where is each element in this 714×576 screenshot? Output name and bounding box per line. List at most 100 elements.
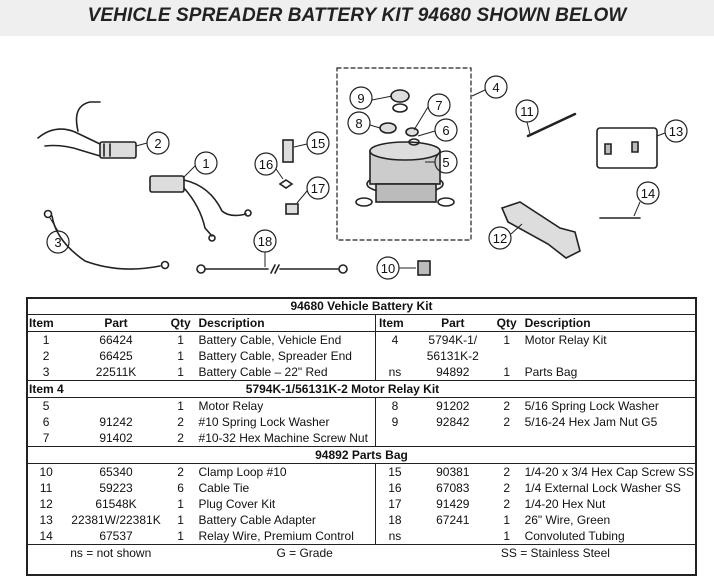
col-qty-left: Qty bbox=[165, 314, 196, 332]
cell-desc: Motor Relay bbox=[198, 398, 264, 413]
cell-part bbox=[414, 528, 492, 545]
kit-title: 94680 Vehicle Battery Kit bbox=[26, 297, 697, 315]
cell-qty: 1 bbox=[177, 496, 184, 511]
cell-qty: 2 bbox=[503, 464, 511, 479]
cell-part: 91242 bbox=[99, 414, 133, 429]
col-desc-right: Description bbox=[521, 314, 697, 332]
cell-part: 91202 bbox=[436, 398, 470, 413]
col-part-left: Part bbox=[66, 314, 166, 332]
cell-desc: 5/16-24 Hex Jam Nut G5 bbox=[524, 414, 658, 429]
cell-item: 3 bbox=[42, 364, 50, 379]
cell-desc: 1/4-20 Hex Nut bbox=[524, 496, 606, 511]
cell-qty: 1 bbox=[177, 332, 184, 347]
cell-desc: Battery Cable, Vehicle End bbox=[198, 332, 342, 347]
cell-item: 4 bbox=[375, 331, 414, 348]
cell-item: 1 bbox=[42, 332, 50, 347]
cell-qty bbox=[492, 430, 522, 447]
callout-17: 17 bbox=[311, 181, 325, 196]
header-row: Item Part Qty Description Item Part Qty … bbox=[26, 314, 697, 332]
cell-part: 22381W/22381K bbox=[71, 512, 161, 527]
cell-part bbox=[66, 398, 166, 415]
table-row: 6 91242 2 #10 Spring Lock Washer 9 92842… bbox=[26, 414, 697, 430]
cell-qty: 2 bbox=[503, 496, 511, 511]
cable-3 bbox=[51, 215, 161, 270]
cell-qty: 2 bbox=[177, 414, 184, 429]
legend-ss: SS = Stainless Steel bbox=[413, 544, 697, 561]
callout-18: 18 bbox=[258, 234, 272, 249]
table-row: 11 59223 6 Cable Tie 16 67083 2 1/4 Exte… bbox=[26, 480, 697, 496]
cell-qty: 2 bbox=[503, 480, 511, 495]
cell-part: 59223 bbox=[99, 480, 133, 495]
cell-desc: Convoluted Tubing bbox=[524, 528, 625, 543]
cell-item: ns bbox=[375, 364, 414, 381]
cell-item: 8 bbox=[375, 397, 414, 414]
callout-6: 6 bbox=[442, 123, 449, 138]
cell-part: 56131K-2 bbox=[426, 348, 479, 363]
cell-desc: Battery Cable Adapter bbox=[198, 512, 316, 527]
callout-4: 4 bbox=[492, 80, 499, 95]
callout-16: 16 bbox=[259, 157, 273, 172]
cell-part: 66424 bbox=[99, 332, 133, 347]
cell-item: 16 bbox=[375, 480, 414, 496]
cell-qty: 1 bbox=[503, 512, 511, 527]
legend-row: ns = not shown G = Grade SS = Stainless … bbox=[26, 544, 697, 561]
nut-17 bbox=[285, 203, 299, 215]
cell-desc: 1/4-20 x 3/4 Hex Cap Screw SS bbox=[524, 464, 694, 479]
cell-desc: Motor Relay Kit bbox=[524, 332, 607, 347]
cell-item: 6 bbox=[42, 414, 50, 429]
table-row: 7 91402 2 #10-32 Hex Machine Screw Nut bbox=[26, 430, 697, 447]
cell-item bbox=[375, 348, 414, 364]
cell-item: 14 bbox=[39, 528, 53, 543]
cell-desc bbox=[522, 348, 697, 364]
cell-qty: 1 bbox=[177, 348, 184, 363]
cell-part: 67241 bbox=[436, 512, 470, 527]
cell-qty: 1 bbox=[503, 364, 511, 379]
table-row: 13 22381W/22381K 1 Battery Cable Adapter… bbox=[26, 512, 697, 528]
cable-2-lower bbox=[44, 144, 101, 157]
cable-2-upper bbox=[37, 128, 101, 145]
cell-item: 12 bbox=[39, 496, 53, 511]
cell-part: 67537 bbox=[99, 528, 133, 543]
callout-1: 1 bbox=[202, 156, 209, 171]
cell-part: 90381 bbox=[436, 464, 470, 479]
cell-qty: 1 bbox=[177, 398, 184, 413]
col-item-right: Item bbox=[375, 314, 414, 332]
cell-qty: 1 bbox=[177, 364, 184, 379]
cell-part: 91429 bbox=[436, 496, 470, 511]
cell-desc: Battery Cable, Spreader End bbox=[198, 348, 352, 363]
plug-cover-12 bbox=[500, 201, 581, 259]
cell-desc: Relay Wire, Premium Control bbox=[198, 528, 354, 543]
cell-qty: 1 bbox=[177, 528, 184, 543]
callout-11: 11 bbox=[520, 104, 534, 119]
cell-qty: 2 bbox=[503, 398, 511, 413]
cell-qty: 2 bbox=[503, 414, 511, 429]
callout-14: 14 bbox=[641, 186, 655, 201]
table-row: 1 66424 1 Battery Cable, Vehicle End 4 5… bbox=[26, 331, 697, 348]
col-part-right: Part bbox=[413, 314, 492, 332]
cell-part: 94892 bbox=[436, 364, 470, 379]
callout-15: 15 bbox=[311, 136, 325, 151]
cable-1-b bbox=[183, 187, 213, 237]
item4-title: 5794K-1/56131K-2 Motor Relay Kit bbox=[165, 380, 697, 398]
table-row: 14 67537 1 Relay Wire, Premium Control n… bbox=[26, 528, 697, 545]
cable-1-a bbox=[183, 179, 247, 217]
cell-part bbox=[414, 430, 492, 447]
cell-item: 9 bbox=[375, 414, 414, 430]
cell-item: 7 bbox=[42, 430, 50, 445]
page-title: VEHICLE SPREADER BATTERY KIT 94680 SHOWN… bbox=[87, 5, 627, 26]
cell-desc: 1/4 External Lock Washer SS bbox=[524, 480, 681, 495]
cell-item bbox=[375, 430, 414, 447]
table-row: 3 22511K 1 Battery Cable – 22" Red ns 94… bbox=[26, 364, 697, 381]
cell-part: 22511K bbox=[95, 364, 137, 379]
cell-desc: 5/16 Spring Lock Washer bbox=[524, 398, 659, 413]
screw-15 bbox=[282, 139, 294, 163]
table-row: 5 1 Motor Relay 8 91202 2 5/16 Spring Lo… bbox=[26, 397, 697, 415]
cell-qty: 2 bbox=[177, 464, 184, 479]
connector-1 bbox=[149, 175, 185, 193]
title-band bbox=[0, 0, 714, 36]
legend-g: G = Grade bbox=[195, 544, 414, 561]
cell-qty: 1 bbox=[503, 528, 511, 543]
clamp-10 bbox=[417, 260, 431, 276]
kit-title-row: 94680 Vehicle Battery Kit bbox=[26, 297, 697, 315]
callout-12: 12 bbox=[493, 231, 507, 246]
